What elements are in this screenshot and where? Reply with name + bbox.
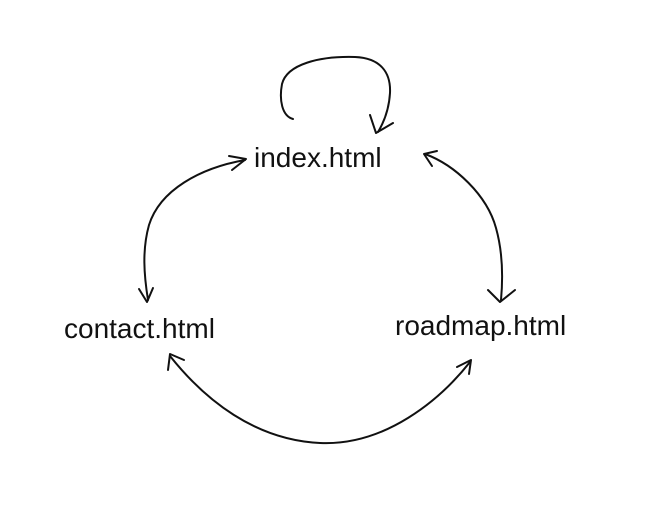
node-roadmap: roadmap.html [395, 310, 566, 341]
node-index: index.html [254, 142, 382, 173]
node-contact: contact.html [64, 313, 215, 344]
edge-index-roadmap [423, 150, 516, 303]
edge-index-self-loop [279, 55, 394, 134]
edge-contact-roadmap [167, 353, 472, 445]
edge-index-contact [138, 155, 247, 303]
